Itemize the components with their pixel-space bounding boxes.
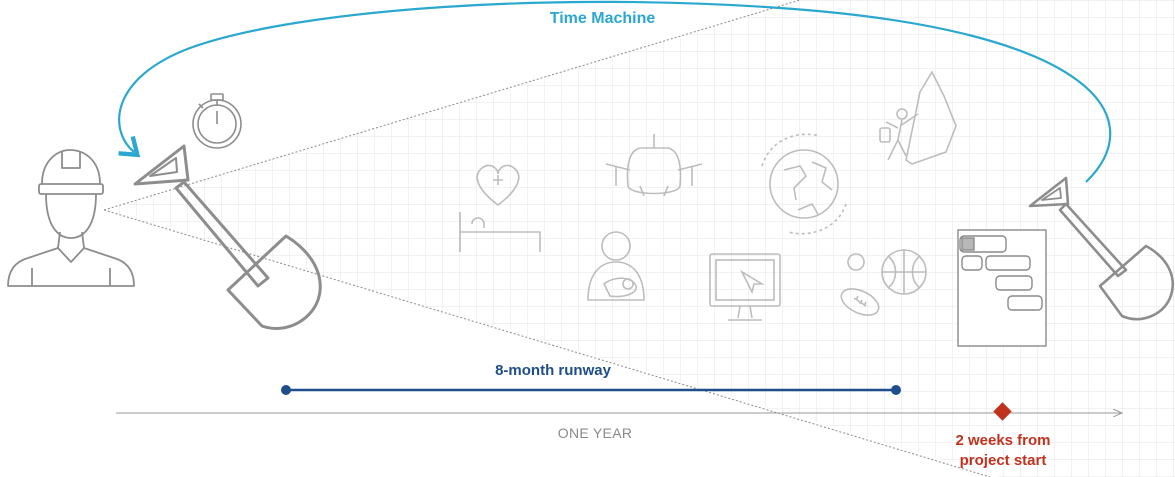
computer-monitor-icon	[709, 253, 781, 321]
time-machine-arc	[118, 0, 1112, 183]
construction-worker-icon	[7, 149, 135, 287]
milestone-label-line2: project start	[959, 452, 1047, 469]
parent-with-baby-icon	[587, 231, 645, 301]
gantt-chart-icon	[957, 229, 1047, 347]
globe-icon	[761, 133, 847, 235]
rock-climber-icon	[879, 70, 957, 165]
airplane-icon	[605, 134, 703, 197]
heart-cross-hospital-bed-icon	[459, 164, 541, 252]
milestone-label-line1: 2 weeks from	[955, 432, 1051, 449]
milestone-marker	[993, 402, 1012, 421]
shovel-icon	[133, 144, 322, 330]
one-year-label: ONE YEAR	[557, 425, 633, 441]
runway-bar	[281, 385, 901, 395]
milestone-label: 2 weeks from project start	[918, 431, 1088, 471]
shovel-icon	[1028, 176, 1175, 321]
perspective-cone	[103, 0, 991, 477]
runway-end-marker	[891, 385, 901, 395]
time-machine-label: Time Machine	[549, 10, 656, 27]
runway-start-marker	[281, 385, 291, 395]
sports-balls-icon	[840, 249, 927, 316]
runway-label: 8-month runway	[495, 362, 611, 379]
stopwatch-icon	[192, 93, 242, 149]
